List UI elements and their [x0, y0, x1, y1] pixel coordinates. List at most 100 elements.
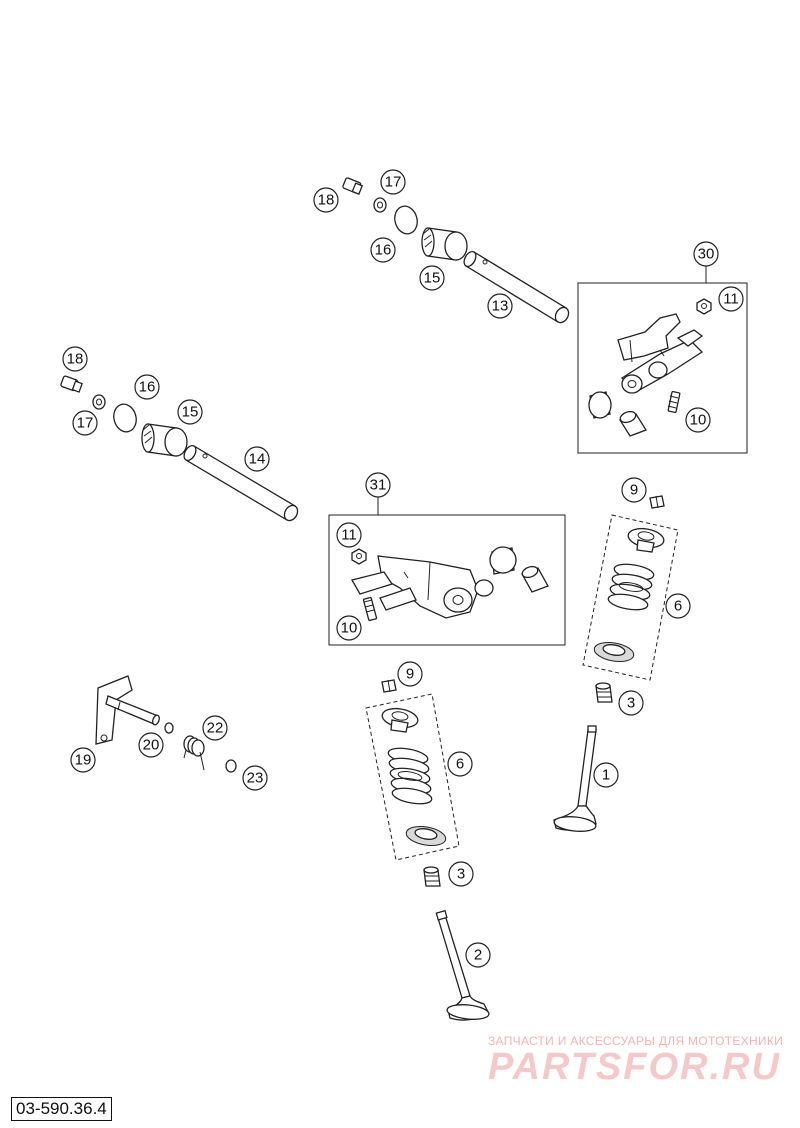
watermark-tagline: ЗАПЧАСТИ И АКСЕССУАРЫ ДЛЯ МОТОТЕХНИКИ	[488, 1034, 784, 1048]
svg-text:18: 18	[67, 351, 84, 368]
svg-text:10: 10	[341, 620, 358, 637]
callout-9-left: 9	[397, 661, 423, 687]
part-circlip-20	[164, 722, 174, 734]
rocker-assembly-30	[577, 266, 748, 454]
part-nut-11-a	[696, 298, 712, 315]
part-shaft-13	[463, 250, 570, 324]
svg-text:18: 18	[318, 192, 335, 209]
svg-text:2: 2	[474, 947, 482, 964]
part-seat-left	[405, 825, 447, 847]
callout-3-right: 3	[618, 690, 644, 716]
callout-18-upper: 18	[313, 187, 339, 213]
svg-text:6: 6	[674, 598, 682, 615]
part-shaft-14	[183, 444, 299, 522]
part-pin-31	[521, 565, 549, 593]
callout-31: 31	[365, 472, 391, 498]
callout-6-left: 6	[447, 751, 473, 777]
rocker-assembly-31	[328, 497, 566, 646]
part-valve-seal-3-right	[595, 682, 613, 703]
svg-text:1: 1	[602, 767, 610, 784]
part-rocker-arm-30	[617, 313, 704, 394]
part-bolt-18-lower	[60, 375, 83, 393]
part-valve-seal-3-left	[423, 866, 441, 887]
drawing-number-label: 03-590.36.4	[11, 1097, 112, 1121]
svg-text:22: 22	[207, 720, 224, 737]
callout-6-right: 6	[665, 593, 691, 619]
callout-1: 1	[593, 762, 619, 788]
part-sleeve-15-lower	[141, 423, 188, 457]
svg-text:17: 17	[385, 174, 402, 191]
rocker-shaft-upper-group	[342, 177, 570, 324]
part-valve-1	[553, 725, 597, 832]
part-roller-31	[489, 546, 517, 575]
part-lever-19	[95, 675, 160, 745]
svg-text:23: 23	[247, 770, 264, 787]
callout-2: 2	[465, 942, 491, 968]
part-collet-9-right	[649, 495, 665, 509]
valve-spring-group-right	[582, 495, 679, 681]
svg-text:16: 16	[375, 242, 392, 259]
svg-text:14: 14	[249, 451, 266, 468]
svg-text:3: 3	[457, 866, 465, 883]
part-spring-left	[387, 747, 433, 805]
part-retainer-left	[381, 707, 419, 733]
part-spring-right	[607, 563, 655, 611]
part-pin-30	[619, 410, 647, 437]
callout-16-lower: 16	[134, 374, 160, 400]
part-rocker-arm-31	[351, 555, 494, 619]
svg-text:17: 17	[77, 415, 94, 432]
part-collet-9-left	[381, 679, 397, 693]
part-roller-30	[588, 391, 612, 419]
svg-text:19: 19	[75, 752, 92, 769]
watermark-brand: PARTSFOR.RU	[488, 1046, 781, 1088]
svg-text:10: 10	[690, 412, 707, 429]
callout-3-left: 3	[448, 861, 474, 887]
part-washer-17-lower	[92, 394, 106, 410]
part-valve-2	[435, 909, 490, 1021]
svg-text:16: 16	[139, 379, 156, 396]
svg-text:15: 15	[182, 404, 199, 421]
callout-15-lower: 15	[177, 399, 203, 425]
svg-text:6: 6	[456, 756, 464, 773]
part-oring-16-upper	[394, 205, 418, 235]
callout-17-upper: 17	[380, 169, 406, 195]
svg-text:15: 15	[424, 270, 441, 287]
valve-spring-group-left	[365, 679, 460, 861]
svg-text:30: 30	[698, 246, 715, 263]
callout-10-a: 10	[685, 407, 711, 433]
svg-text:9: 9	[406, 666, 414, 683]
part-spring-22	[183, 735, 205, 771]
callout-15-upper: 15	[419, 265, 445, 291]
callout-30: 30	[693, 241, 719, 267]
svg-text:31: 31	[370, 477, 387, 494]
part-retainer-right	[627, 527, 665, 553]
callout-22: 22	[202, 715, 228, 741]
callout-14: 14	[244, 446, 270, 472]
svg-text:11: 11	[341, 527, 357, 544]
callout-10-b: 10	[336, 615, 362, 641]
svg-text:20: 20	[143, 737, 160, 754]
callout-18-lower: 18	[62, 346, 88, 372]
callout-11-b: 11	[336, 522, 362, 548]
callout-13: 13	[487, 293, 513, 319]
part-ring-23	[225, 759, 237, 773]
decompressor-group	[95, 675, 237, 773]
part-bolt-18-upper	[342, 177, 364, 195]
svg-text:11: 11	[723, 291, 739, 308]
part-seat-right	[593, 641, 635, 663]
rocker-shaft-lower-group	[60, 375, 299, 522]
callout-19: 19	[70, 747, 96, 773]
svg-text:3: 3	[627, 695, 635, 712]
callout-11-a: 11	[718, 286, 744, 312]
callout-9-right: 9	[621, 477, 647, 503]
part-nut-11-b	[351, 548, 367, 565]
callout-23: 23	[242, 765, 268, 791]
part-screw-10-a	[667, 390, 681, 414]
svg-text:9: 9	[630, 482, 638, 499]
part-oring-16-lower	[113, 403, 137, 433]
part-sleeve-15-upper	[421, 227, 468, 261]
callout-17-lower: 17	[72, 410, 98, 436]
part-washer-17-upper	[373, 197, 387, 213]
callout-20: 20	[138, 732, 164, 758]
